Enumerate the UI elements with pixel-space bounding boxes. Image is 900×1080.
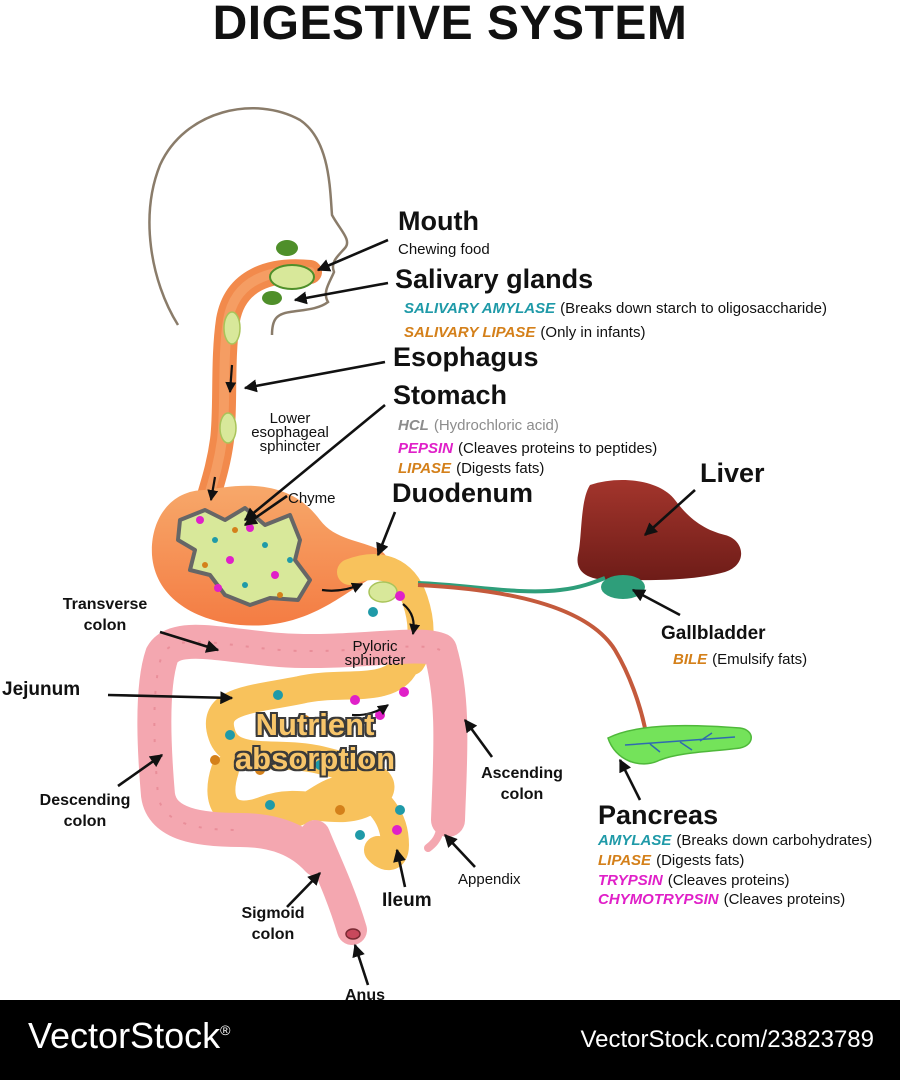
enzyme-salivary-lipase: SALIVARY LIPASE(Only in infants) [404, 324, 645, 342]
sigmoid-colon-line2: colon [251, 926, 295, 943]
label-gallbladder: Gallbladder [661, 623, 766, 644]
bile-duct [417, 576, 606, 594]
label-descending-colon: Descending colon [25, 790, 145, 832]
footer-bar [0, 1000, 900, 1080]
enzyme-name: LIPASE [398, 460, 452, 477]
enzyme-desc: (Breaks down starch to oligosaccharide) [560, 300, 827, 317]
lower-sphincter-line3: sphincter [259, 438, 321, 455]
enzyme-name: SALIVARY LIPASE [404, 324, 536, 341]
label-transverse-colon: Transverse colon [50, 594, 160, 636]
mouth-desc: Chewing food [398, 241, 490, 258]
enzyme-name: TRYPSIN [598, 872, 663, 889]
nutrient-line1: Nutrient [255, 707, 375, 742]
transverse-colon-line1: Transverse [62, 596, 148, 613]
chyme-mass [176, 506, 312, 607]
enzyme-desc: (Hydrochloric acid) [433, 417, 559, 434]
head-outline [148, 107, 349, 336]
enzyme-amylase: AMYLASE(Breaks down carbohydrates) [598, 832, 872, 850]
enzyme-desc: (Cleaves proteins) [723, 891, 846, 908]
small-intestine [206, 651, 419, 871]
label-mouth: Mouth [398, 206, 479, 236]
page-title: DIGESTIVE SYSTEM [212, 0, 688, 50]
enzyme-desc: (Emulsify fats) [712, 651, 808, 668]
label-nutrient-absorption: Nutrient absorption [205, 708, 425, 776]
enzyme-name: BILE [673, 651, 708, 668]
label-pyloric-sphincter: Pyloric sphincter [330, 638, 420, 669]
footer-brand: VectorStock® [28, 1015, 230, 1057]
enzyme-bile: BILE(Emulsify fats) [673, 651, 807, 669]
appendix-tail [424, 826, 444, 852]
enzyme-hcl: HCL(Hydrochloric acid) [398, 417, 559, 435]
nutrient-line2: absorption [234, 741, 396, 776]
brand-registered-mark: ® [220, 1022, 231, 1038]
sigmoid-colon [300, 820, 367, 945]
liver-icon [577, 480, 742, 581]
lower-sphincter-line1: Lower [269, 410, 311, 427]
salivary-gland-icon [262, 240, 315, 305]
label-stomach: Stomach [393, 380, 508, 410]
gallbladder-icon [601, 575, 645, 599]
label-ascending-colon: Ascending colon [472, 763, 572, 805]
label-chyme: Chyme [288, 490, 336, 507]
pancreatic-duct [417, 583, 647, 729]
brand-text: VectorStock [28, 1015, 221, 1056]
lower-sphincter-line2: esophageal [251, 424, 329, 441]
footer-url: VectorStock.com/23823789 [580, 1026, 874, 1053]
label-esophagus: Esophagus [393, 342, 539, 372]
enzyme-name: AMYLASE [598, 832, 672, 849]
label-jejunum: Jejunum [2, 679, 81, 700]
label-liver: Liver [700, 458, 765, 488]
enzyme-salivary-amylase: SALIVARY AMYLASE(Breaks down starch to o… [404, 300, 827, 318]
pyloric-sphincter-line1: Pyloric [352, 638, 398, 655]
enzyme-desc: (Cleaves proteins) [667, 872, 790, 889]
label-sigmoid-colon: Sigmoid colon [228, 903, 318, 945]
label-ileum: Ileum [382, 890, 432, 911]
enzyme-name: HCL [398, 417, 429, 434]
transverse-colon-line2: colon [83, 617, 127, 634]
enzyme-stomach-lipase: LIPASE(Digests fats) [398, 460, 544, 478]
enzyme-chymotrypsin: CHYMOTRYPSIN(Cleaves proteins) [598, 891, 845, 909]
pancreas-icon [607, 724, 752, 765]
enzyme-desc: (Breaks down carbohydrates) [676, 832, 873, 849]
diagram-svg [107, 107, 752, 986]
enzyme-desc: (Only in infants) [540, 324, 646, 341]
enzyme-desc: (Digests fats) [456, 460, 545, 477]
enzyme-desc: (Cleaves proteins to peptides) [458, 440, 658, 457]
enzyme-desc: (Digests fats) [656, 852, 745, 869]
sigmoid-colon-line1: Sigmoid [241, 905, 305, 922]
ascending-colon-line1: Ascending [481, 765, 563, 782]
descending-colon-line1: Descending [39, 792, 131, 809]
enzyme-name: LIPASE [598, 852, 652, 869]
label-anus: Anus [345, 987, 385, 1004]
label-appendix: Appendix [458, 871, 521, 888]
label-pancreas: Pancreas [598, 800, 719, 830]
label-salivary-glands: Salivary glands [395, 264, 594, 294]
enzyme-name: PEPSIN [398, 440, 454, 457]
descending-colon-line2: colon [63, 813, 107, 830]
enzyme-name: CHYMOTRYPSIN [598, 891, 719, 908]
enzyme-trypsin: TRYPSIN(Cleaves proteins) [598, 872, 789, 890]
label-lower-esophageal-sphincter: Lower esophageal sphincter [240, 410, 340, 455]
enzyme-pepsin: PEPSIN(Cleaves proteins to peptides) [398, 440, 657, 458]
enzyme-name: SALIVARY AMYLASE [404, 300, 556, 317]
label-duodenum: Duodenum [392, 478, 533, 508]
pyloric-sphincter-line2: sphincter [344, 652, 406, 669]
large-intestine [137, 624, 468, 877]
enzyme-pancreatic-lipase: LIPASE(Digests fats) [598, 852, 744, 870]
ascending-colon-line2: colon [500, 786, 544, 803]
